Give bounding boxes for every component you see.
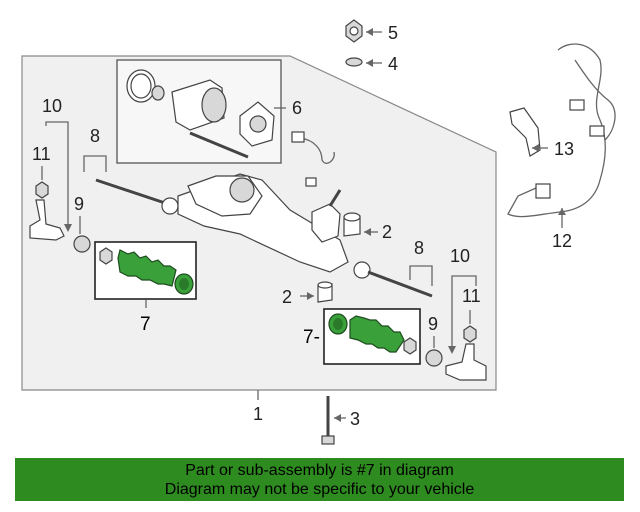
bellows-boot-right — [349, 315, 405, 353]
nut-left — [35, 181, 49, 199]
connector-icon-2 — [589, 125, 605, 137]
callout-8-left: 8 — [90, 126, 100, 146]
callout-10-right: 10 — [450, 246, 470, 266]
callout-4: 4 — [388, 54, 398, 74]
callout-7-right: 7- — [303, 327, 320, 348]
motor-bolt — [189, 131, 249, 159]
seal — [151, 85, 165, 101]
inner-tie-rod-left — [95, 178, 169, 206]
callout-13: 13 — [554, 139, 574, 159]
bracket — [509, 107, 541, 157]
sensor-connector — [291, 131, 305, 143]
tie-rod-end-right — [445, 343, 487, 381]
nut-hole — [349, 26, 359, 36]
callout-9-right: 9 — [428, 314, 438, 334]
callout-5: 5 — [388, 23, 398, 43]
callout-12: 12 — [552, 231, 572, 251]
inner-tie-rod-right — [367, 270, 433, 298]
motor-end — [201, 87, 227, 123]
washer-icon — [345, 57, 363, 67]
callout-2-lower: 2 — [282, 287, 292, 307]
banner-line-1: Part or sub-assembly is #7 in diagram — [185, 462, 454, 479]
callout-3: 3 — [350, 409, 360, 429]
clip — [305, 177, 317, 187]
callout-7-left: 7 — [140, 314, 151, 335]
pinion-shaft — [328, 189, 342, 207]
nut-right — [463, 325, 477, 343]
ball-joint-left — [161, 197, 179, 215]
bellows-boot-left — [117, 249, 177, 287]
tie-rod-end-left — [29, 199, 65, 241]
callout-10-left: 10 — [42, 96, 62, 116]
connector-icon-3 — [535, 183, 551, 199]
parts-diagram: 6 5 4 13 12 10 11 9 8 2 — [21, 19, 616, 445]
callout-11-left: 11 — [32, 144, 51, 164]
callout-1: 1 — [253, 404, 263, 424]
bolt-head — [321, 435, 335, 445]
motor-mount — [229, 177, 255, 203]
callout-8-right: 8 — [414, 238, 424, 258]
connector-icon — [569, 99, 585, 111]
ball-joint-right — [353, 261, 371, 279]
callout-2-upper: 2 — [382, 222, 392, 242]
banner-line-2: Diagram may not be specific to your vehi… — [164, 481, 475, 498]
gear — [249, 115, 267, 133]
clamp-left — [99, 247, 113, 265]
clamp-right — [403, 337, 417, 355]
callout-11-right: 11 — [462, 286, 481, 306]
callout-6: 6 — [292, 98, 302, 118]
info-banner: Part or sub-assembly is #7 in diagram Di… — [15, 458, 624, 501]
jam-nut-right — [425, 349, 443, 367]
o-ring-inner — [130, 73, 152, 99]
jam-nut-left — [73, 235, 91, 253]
callout-9-left: 9 — [74, 194, 84, 214]
